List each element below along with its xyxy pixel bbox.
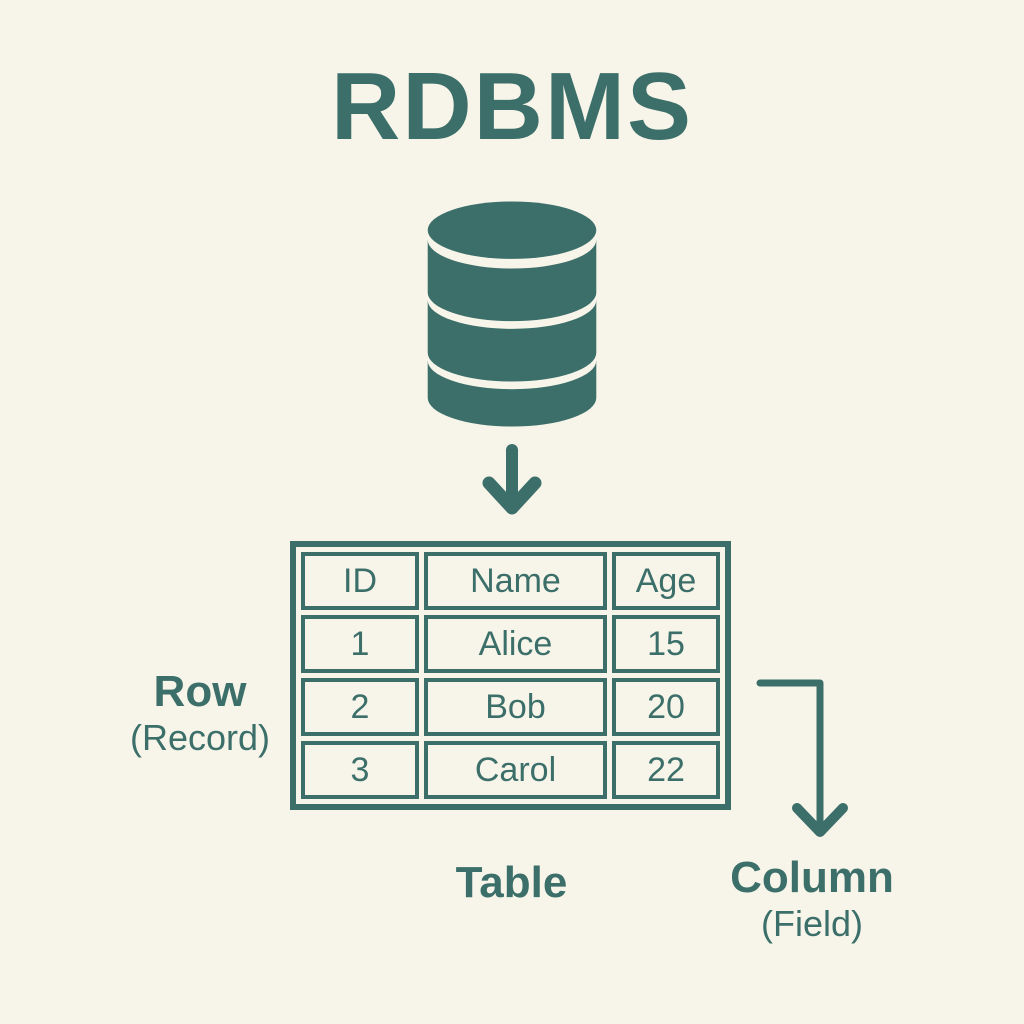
cell-name: Bob xyxy=(424,678,607,736)
cell-name: Alice xyxy=(424,615,607,673)
field-label-text: (Field) xyxy=(760,903,863,944)
column-field-label: Column (Field) xyxy=(700,854,924,946)
cell-id: 3 xyxy=(301,741,419,799)
cell-id: 1 xyxy=(301,615,419,673)
cell-id: 2 xyxy=(301,678,419,736)
cell-age: 15 xyxy=(612,615,720,673)
table-row: 2 Bob 20 xyxy=(301,678,720,736)
cell-age: 20 xyxy=(612,678,720,736)
cell-age: 22 xyxy=(612,741,720,799)
row-record-label: Row (Record) xyxy=(85,668,315,760)
diagram-title: RDBMS xyxy=(331,53,693,160)
elbow-down-arrow-icon xyxy=(756,679,848,837)
table-row: 1 Alice 15 xyxy=(301,615,720,673)
table-row: 3 Carol 22 xyxy=(301,741,720,799)
header-cell-name: Name xyxy=(424,552,607,610)
cell-name: Carol xyxy=(424,741,607,799)
table-header-row: ID Name Age xyxy=(301,552,720,610)
down-arrow-icon xyxy=(482,444,542,515)
database-cylinder-icon xyxy=(427,201,597,427)
header-cell-id: ID xyxy=(301,552,419,610)
rdbms-table: ID Name Age 1 Alice 15 2 Bob 20 3 Carol … xyxy=(290,541,731,810)
table-caption: Table xyxy=(455,858,568,907)
row-label-text: Row xyxy=(153,667,247,716)
column-label-text: Column xyxy=(730,853,894,902)
record-label-text: (Record) xyxy=(129,717,271,758)
header-cell-age: Age xyxy=(612,552,720,610)
